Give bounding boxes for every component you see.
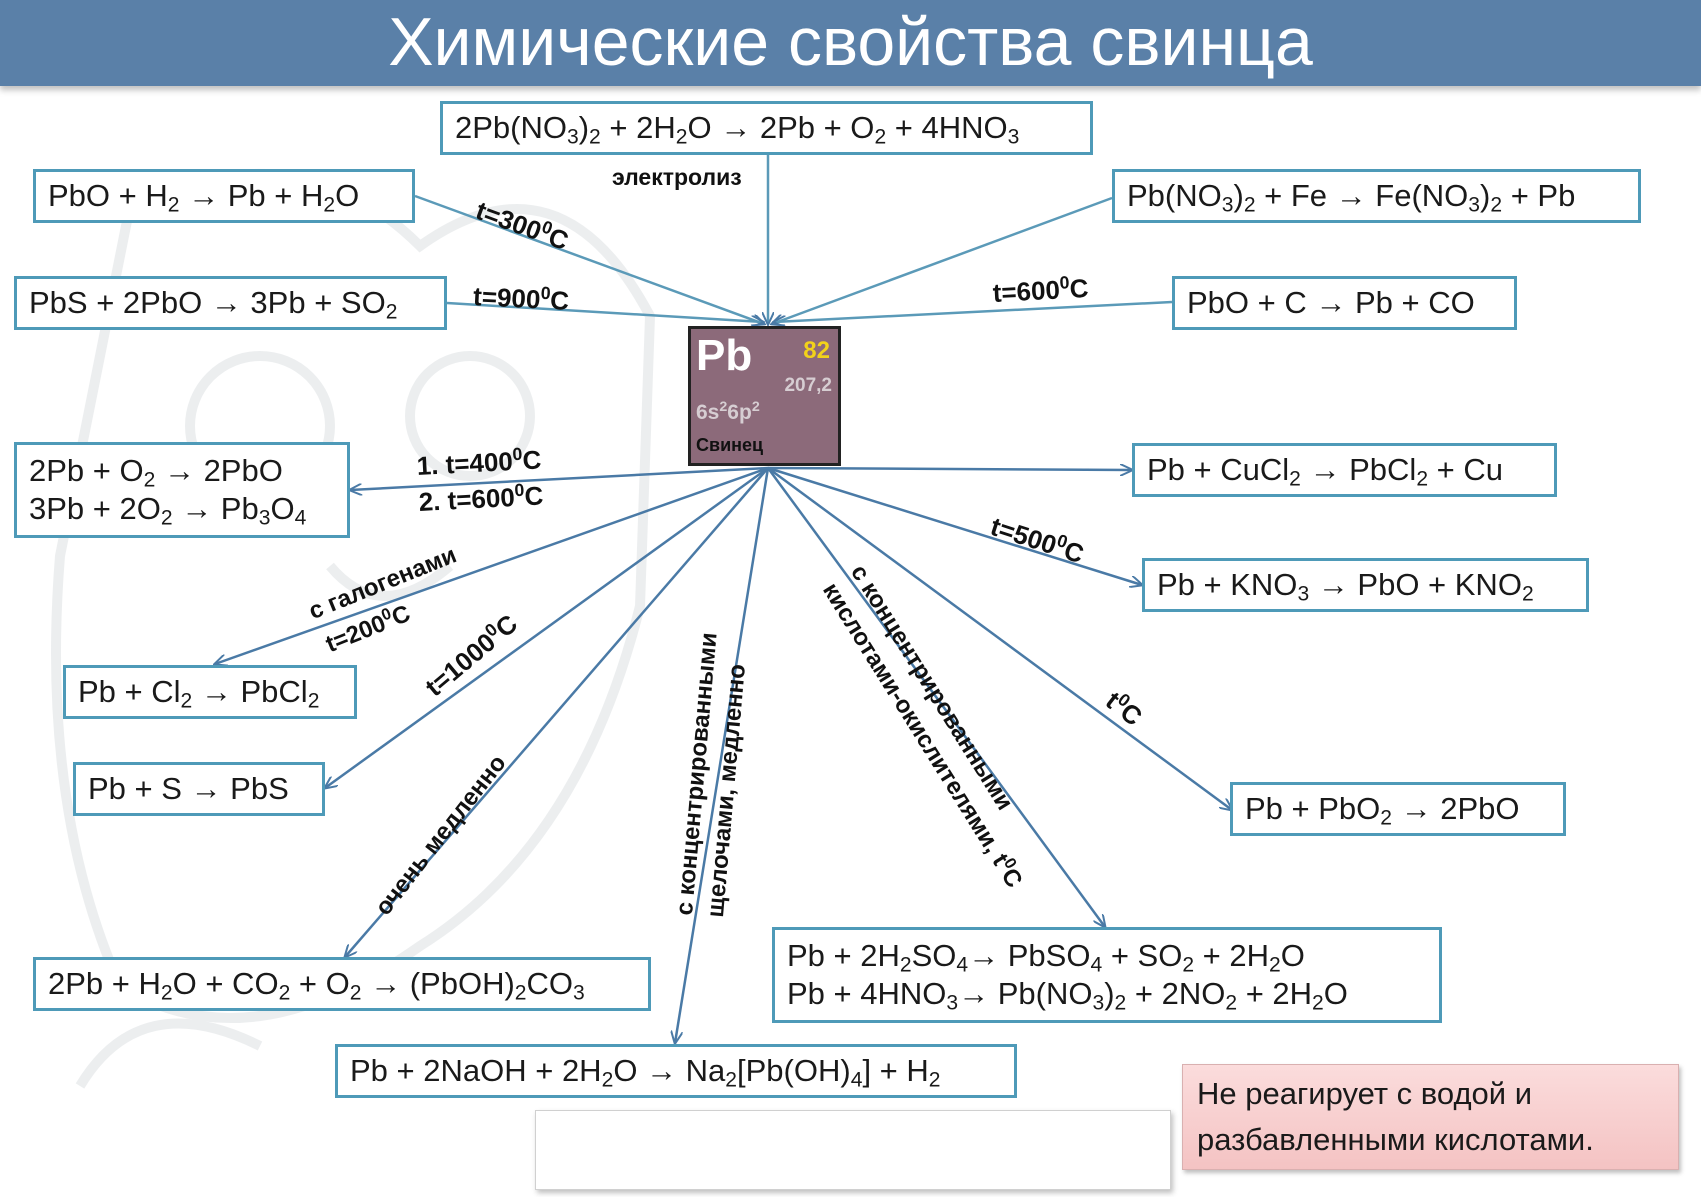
arrow-pbo-c [774, 300, 1173, 322]
label-oxidation-2: 2. t=6000C [417, 479, 545, 517]
atomic-number: 82 [803, 337, 830, 364]
reaction-acid-line-1: Pb + 2H2SO4→ PbSO4 + SO2 + 2H2O [787, 938, 1305, 977]
reaction-kno3: Pb + KNO3 → PbO + KNO2 [1142, 558, 1589, 612]
reaction-cucl2: Pb + CuCl2 → PbCl2 + Cu [1132, 443, 1557, 497]
reaction-pbo-h2: PbO + H2 → Pb + H2O [33, 169, 415, 223]
atomic-mass: 207,2 [784, 375, 832, 396]
element-name: Свинец [696, 435, 764, 455]
reaction-oxygen-line-2: 3Pb + 2O2 → Pb3O4 [29, 491, 307, 530]
arrow-acids [766, 467, 1105, 927]
arrow-pbs-pbo [446, 301, 763, 322]
reaction-acid-line-2: Pb + 4HNO3→ Pb(NO3)2 + 2NO2 + 2H2O [787, 976, 1348, 1015]
arrow-naoh [675, 467, 770, 1043]
arrow-carbonate [345, 467, 769, 957]
label-t900: t=9000C [472, 281, 570, 316]
reaction-sulfur: Pb + S → PbS [73, 762, 325, 816]
reaction-cl2: Pb + Cl2 → PbCl2 [63, 665, 357, 719]
arrow-kno3 [767, 466, 1142, 585]
blank-panel [535, 1110, 1171, 1190]
electron-config: 6s26p2 [696, 399, 760, 424]
lead-element-tile: Pb 82 207,2 6s26p2 Свинец [688, 326, 841, 466]
reaction-pbo2: Pb + PbO2 → 2PbO [1230, 782, 1566, 836]
reaction-pbno3-fe: Pb(NO3)2 + Fe → Fe(NO3)2 + Pb [1112, 169, 1641, 223]
arrow-pbo2 [767, 466, 1232, 810]
label-electrolysis: электролиз [612, 164, 742, 190]
reaction-oxygen: 2Pb + O2 → 2PbO 3Pb + 2O2 → Pb3O4 [14, 442, 350, 538]
page-title: Химические свойства свинца [388, 4, 1313, 80]
arrow-cl2 [215, 466, 769, 664]
arrow-pbo-h2 [414, 194, 764, 324]
reaction-oxygen-line-1: 2Pb + O2 → 2PbO [29, 453, 283, 492]
header-bar [0, 0, 1701, 86]
reaction-carbonate: 2Pb + H2O + CO2 + O2 → (PbOH)2CO3 [33, 957, 651, 1011]
reaction-acids: Pb + 2H2SO4→ PbSO4 + SO2 + 2H2O Pb + 4HN… [772, 927, 1442, 1023]
arrow-oxygen [350, 466, 769, 490]
reaction-pbs-pbo: PbS + 2PbO → 3Pb + SO2 [14, 276, 447, 330]
reaction-electrolysis: 2Pb(NO3)2 + 2H2O → 2Pb + O2 + 4HNO3 [440, 101, 1093, 155]
label-t600-carbon: t=6000C [991, 272, 1090, 308]
element-symbol: Pb [696, 331, 753, 380]
arrow-cucl2 [767, 468, 1132, 470]
arrow-pbno3-fe [772, 196, 1113, 324]
reaction-naoh: Pb + 2NaOH + 2H2O → Na2[Pb(OH)4] + H2 [335, 1044, 1017, 1098]
label-oxidation-1: 1. t=4000C [415, 443, 543, 481]
note-no-reaction: Не реагирует с водой и разбавленными кис… [1182, 1064, 1679, 1170]
arrow-sulfur [325, 466, 769, 788]
reaction-pbo-c: PbO + C → Pb + CO [1172, 276, 1517, 330]
